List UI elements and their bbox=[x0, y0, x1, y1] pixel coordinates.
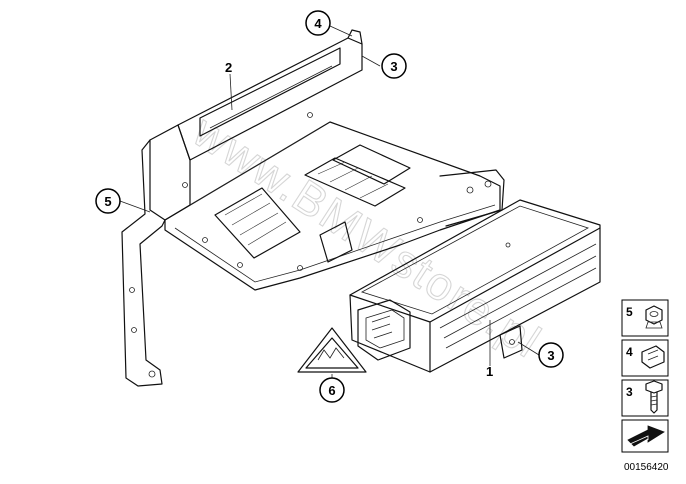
svg-text:5: 5 bbox=[626, 305, 633, 319]
callout-4: 4 bbox=[305, 10, 331, 36]
document-number: 00156420 bbox=[624, 462, 669, 473]
arrow-icon bbox=[627, 425, 665, 447]
callout-1: 1 bbox=[486, 364, 493, 379]
leader-lines bbox=[119, 25, 540, 378]
svg-text:1: 1 bbox=[486, 364, 493, 379]
warning-label-drawing bbox=[297, 327, 367, 373]
screw-icon bbox=[645, 380, 663, 414]
clip-nut-icon bbox=[641, 345, 665, 369]
watermark: www.BMWstore.pl bbox=[184, 104, 551, 368]
svg-text:6: 6 bbox=[328, 383, 335, 398]
legend-item-3: 3 bbox=[621, 379, 669, 417]
svg-text:2: 2 bbox=[225, 60, 232, 75]
callout-2: 2 bbox=[225, 60, 232, 75]
legend-item-arrow bbox=[621, 419, 669, 453]
callout-3-top: 3 bbox=[381, 53, 407, 79]
callout-5: 5 bbox=[95, 188, 121, 214]
legend-item-4: 4 bbox=[621, 339, 669, 377]
legend-panel: 5 4 3 bbox=[621, 299, 669, 453]
legend-item-5: 5 bbox=[621, 299, 669, 337]
svg-text:4: 4 bbox=[314, 16, 322, 31]
callout-6: 6 bbox=[319, 377, 345, 403]
control-unit-drawing bbox=[349, 199, 601, 373]
callout-3-bottom: 3 bbox=[538, 342, 564, 368]
bracket-drawing bbox=[121, 29, 505, 387]
svg-text:3: 3 bbox=[390, 59, 397, 74]
svg-text:3: 3 bbox=[547, 348, 554, 363]
svg-text:5: 5 bbox=[104, 194, 111, 209]
svg-text:3: 3 bbox=[626, 385, 633, 399]
hex-nut-icon bbox=[645, 305, 663, 329]
svg-text:4: 4 bbox=[626, 345, 633, 359]
